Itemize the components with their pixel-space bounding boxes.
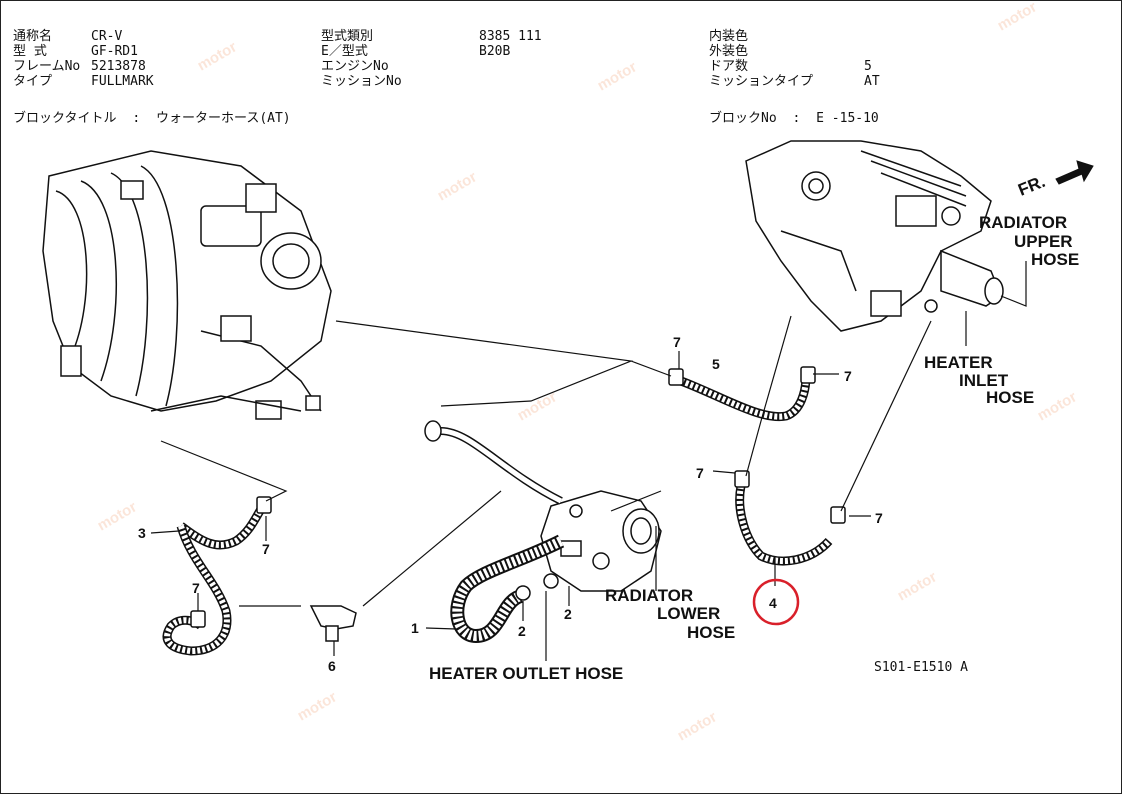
label-heater-inlet-3: HOSE	[986, 388, 1034, 407]
watermark-text: motor	[295, 688, 340, 724]
header-key: 型式類別	[321, 29, 374, 44]
header-value: 8385 111	[479, 29, 542, 44]
label-heater-inlet-2: INLET	[959, 371, 1009, 390]
callout-7: 7	[875, 510, 883, 526]
watermark-text: motor	[435, 168, 480, 204]
callout-1: 1	[411, 620, 419, 636]
block-number-value: E -15-10	[816, 111, 879, 126]
label-radiator-upper-3: HOSE	[1031, 250, 1079, 269]
header-key: ミッションタイプ	[709, 74, 814, 89]
header-value: 5	[864, 59, 872, 74]
label-radiator-upper-2: UPPER	[1014, 232, 1073, 251]
header-col2: 型式類別 8385 111 E／型式 B20B エンジンNo ミッションNo	[321, 29, 641, 89]
header-key: ドア数	[709, 59, 749, 74]
header-key: 型 式	[13, 44, 47, 59]
hose-part-5	[679, 375, 811, 422]
header-value: FULLMARK	[91, 74, 154, 89]
callout-7: 7	[696, 465, 704, 481]
block-number: ブロックNo : E -15-10	[709, 111, 879, 126]
bolts-part-2	[515, 573, 559, 601]
callout-3: 3	[138, 525, 146, 541]
label-radiator-upper-1: RADIATOR	[979, 213, 1067, 232]
clamp	[830, 506, 846, 524]
header-key: フレームNo	[13, 59, 81, 74]
arrow-icon	[1055, 160, 1094, 185]
callout-7: 7	[262, 541, 270, 557]
callout-2: 2	[564, 606, 572, 622]
hose-part-4	[735, 485, 833, 566]
callout-7: 7	[192, 580, 200, 596]
header-col3: 内装色 外装色 ドア数 5 ミッションタイプ AT	[709, 29, 969, 89]
highlight-circle	[752, 578, 800, 626]
cylinder-head-illustration	[745, 140, 1004, 332]
clamp	[734, 470, 750, 488]
block-title-label: ブロックタイトル	[13, 111, 117, 126]
header-value: 5213878	[91, 59, 146, 74]
clamp	[668, 368, 684, 386]
hose-clamps	[190, 366, 846, 628]
header-key: E／型式	[321, 44, 368, 59]
callout-numbers: 3 7 7 6 1 2 2 7 5 7 7 7 4	[138, 334, 883, 674]
watermark-text: motor	[895, 568, 940, 604]
callout-6: 6	[328, 658, 336, 674]
heater-outlet-hose	[450, 534, 565, 644]
front-direction-arrow: FR.	[1015, 160, 1094, 200]
header-key: 通称名	[13, 29, 53, 44]
callout-4: 4	[769, 595, 777, 611]
watermark-text: motor	[1035, 388, 1080, 424]
clamp	[800, 366, 816, 384]
watermark-text: motor	[515, 388, 560, 424]
front-label: FR.	[1015, 172, 1048, 200]
header-key: タイプ	[13, 74, 53, 89]
clamp	[190, 610, 206, 628]
hose-part-3	[162, 503, 267, 656]
label-heater-inlet-1: HEATER	[924, 353, 993, 372]
label-radiator-lower-3: HOSE	[687, 623, 735, 642]
watermark-text: motor	[675, 708, 720, 744]
bracket-part-6	[309, 605, 357, 642]
block-title-value: ウォーターホース(AT)	[155, 111, 291, 126]
callout-2: 2	[518, 623, 526, 639]
header-key: 外装色	[709, 44, 749, 59]
header-value: CR-V	[91, 29, 123, 44]
header-value: GF-RD1	[91, 44, 138, 59]
label-radiator-lower-1: RADIATOR	[605, 586, 693, 605]
hose-labels: RADIATOR UPPER HOSE HEATER INLET HOSE RA…	[429, 213, 1079, 683]
callout-7: 7	[844, 368, 852, 384]
label-heater-outlet-hose: HEATER OUTLET HOSE	[429, 664, 623, 683]
label-radiator-lower-2: LOWER	[657, 604, 720, 623]
callout-5: 5	[712, 356, 720, 372]
block-number-label: ブロックNo	[709, 111, 777, 126]
watermark-text: motor	[195, 38, 240, 74]
leader-lines	[150, 261, 1027, 661]
header-key: エンジンNo	[321, 59, 389, 74]
header-key: 内装色	[709, 29, 749, 44]
header-key: ミッションNo	[321, 74, 402, 89]
callout-7: 7	[673, 334, 681, 350]
header-col1: 通称名 CR-V 型 式 GF-RD1 フレームNo 5213878 タイプ FULLM…	[13, 29, 303, 89]
header-value: B20B	[479, 44, 511, 59]
block-title: ブロックタイトル : ウォーターホース(AT)	[13, 111, 291, 126]
watermark-text: motor	[595, 58, 640, 94]
diagram-code: S101-E1510 A	[874, 660, 968, 675]
watermark-text: motor	[995, 1, 1040, 34]
clamp	[256, 496, 272, 514]
intake-manifold-illustration	[42, 150, 332, 420]
watermark-text: motor	[95, 498, 140, 534]
thermostat-housing-illustration	[424, 420, 662, 592]
header-value: AT	[864, 74, 880, 89]
